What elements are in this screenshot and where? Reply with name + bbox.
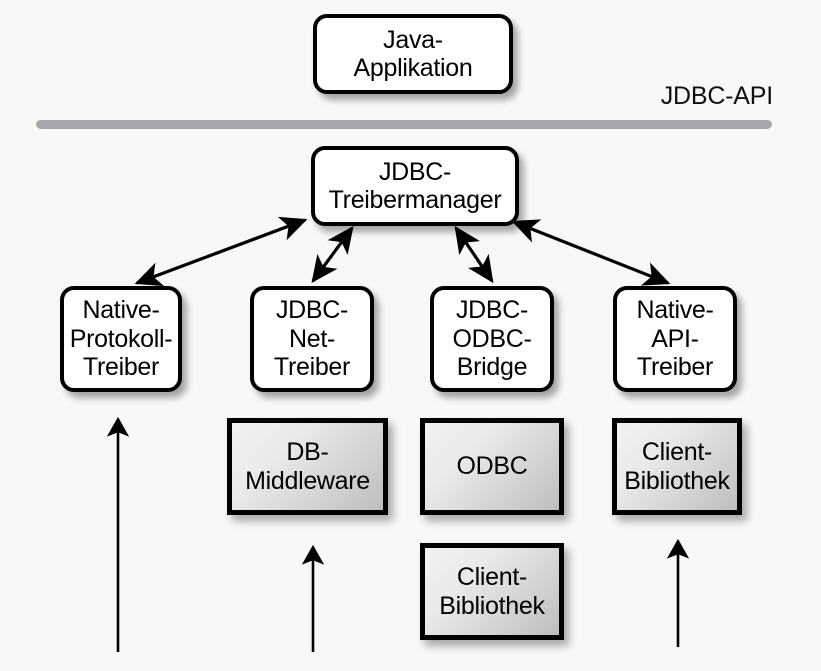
line-3: Treiber xyxy=(273,353,351,382)
line-2: Bibliothek xyxy=(624,466,730,495)
line-2: Protokoll- xyxy=(69,324,173,353)
line-1: Native- xyxy=(636,296,714,325)
line-1: JDBC- xyxy=(378,157,452,186)
line-2: API- xyxy=(651,324,699,353)
node-db-middleware[interactable]: DB- Middleware xyxy=(227,418,388,515)
connector-manager-native-api xyxy=(511,219,671,286)
line-2: Net- xyxy=(288,324,335,353)
line-1: JDBC- xyxy=(275,296,349,325)
node-native-protokoll-treiber[interactable]: Native- Protokoll- Treiber xyxy=(60,286,182,392)
node-native-api-treiber[interactable]: Native- API- Treiber xyxy=(613,286,737,392)
line-2: Treibermanager xyxy=(328,186,502,214)
line-2: Middleware xyxy=(245,466,370,495)
line-1: JDBC- xyxy=(455,296,529,325)
node-odbc-text: ODBC xyxy=(456,452,527,481)
node-java-application-text: Java- Applikation xyxy=(349,26,476,83)
line-1: ODBC xyxy=(456,452,528,481)
node-native-api-treiber-text: Native- API- Treiber xyxy=(632,296,717,382)
node-jdbc-net-treiber[interactable]: JDBC- Net- Treiber xyxy=(250,286,374,392)
connector-manager-jdbc-net xyxy=(311,225,354,284)
line-1: DB- xyxy=(286,438,329,466)
node-client-bibliothek-odbc-text: Client- Bibliothek xyxy=(439,563,545,620)
node-jdbc-odbc-bridge[interactable]: JDBC- ODBC- Bridge xyxy=(430,286,554,392)
node-odbc[interactable]: ODBC xyxy=(420,418,564,515)
line-2: ODBC- xyxy=(452,324,532,353)
line-2: Bibliothek xyxy=(439,591,545,620)
connector-manager-jdbc-odbc xyxy=(454,225,494,284)
node-jdbc-net-treiber-text: JDBC- Net- Treiber xyxy=(270,296,354,382)
node-db-middleware-text: DB- Middleware xyxy=(245,438,370,495)
jdbc-api-label: JDBC-API xyxy=(660,82,774,110)
node-java-application[interactable]: Java- Applikation xyxy=(313,14,513,94)
line-1: Client- xyxy=(456,563,528,591)
node-client-bibliothek-api-text: Client- Bibliothek xyxy=(624,438,730,495)
node-client-bibliothek-api[interactable]: Client- Bibliothek xyxy=(612,418,742,515)
node-native-protokoll-treiber-text: Native- Protokoll- Treiber xyxy=(66,296,177,382)
node-jdbc-treibermanager[interactable]: JDBC- Treibermanager xyxy=(311,146,519,226)
line-3: Treiber xyxy=(82,353,160,382)
node-jdbc-treibermanager-text: JDBC- Treibermanager xyxy=(325,158,506,215)
line-3: Bridge xyxy=(456,353,528,382)
line-1: Client- xyxy=(641,438,713,466)
node-jdbc-odbc-bridge-text: JDBC- ODBC- Bridge xyxy=(448,296,535,382)
node-client-bibliothek-odbc[interactable]: Client- Bibliothek xyxy=(420,543,564,640)
line-3: Treiber xyxy=(636,353,714,382)
connector-manager-native-protocol xyxy=(134,216,308,287)
line-2: Applikation xyxy=(353,54,473,82)
line-1: Native- xyxy=(82,296,160,325)
line-1: Java- xyxy=(383,25,443,54)
jdbc-api-bar xyxy=(36,120,772,129)
